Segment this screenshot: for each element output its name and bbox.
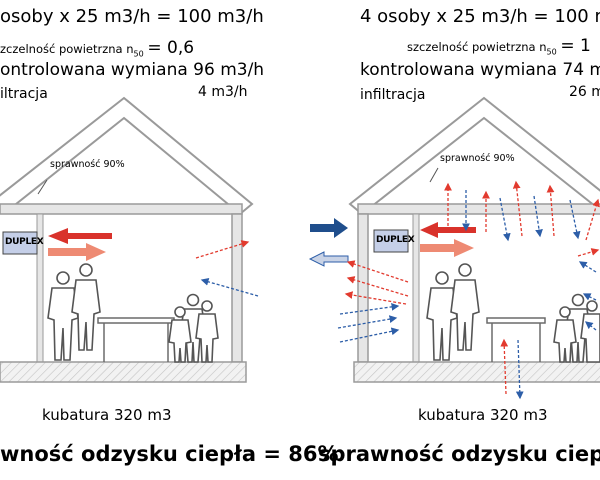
right-outdoor-exhaust-arrow	[308, 251, 349, 267]
right-airtightness: szczelność powietrzna n50 = 1	[407, 38, 591, 56]
left-roof	[0, 96, 254, 216]
left-house	[0, 96, 259, 383]
left-supply-arrow	[48, 243, 106, 261]
right-people	[426, 263, 600, 363]
left-recovery-efficiency: sprawność 90%	[50, 159, 125, 170]
left-person-2	[71, 263, 101, 351]
right-airtightness-sub: 50	[546, 47, 557, 57]
left-people	[47, 263, 219, 363]
right-controlled-ventilation: kontrolowana wymiana 74 m	[360, 60, 600, 80]
right-efficiency-pointer	[429, 167, 439, 183]
left-floor	[0, 361, 247, 383]
left-infiltration-in-arrow	[200, 278, 259, 297]
left-extract-arrow	[48, 228, 112, 244]
right-heat-recovery-result: sprawność odzysku ciepła	[318, 442, 600, 466]
left-duplex-unit	[2, 231, 38, 255]
right-recovery-efficiency: sprawność 90%	[440, 153, 515, 164]
right-occupancy-formula: 4 osoby x 25 m3/h = 100 m	[360, 6, 600, 27]
left-ceiling	[0, 203, 243, 215]
left-infiltration-label: iltracja	[0, 86, 48, 102]
left-infiltration-out-arrow	[195, 240, 250, 259]
left-right-wall	[231, 213, 243, 363]
left-airtightness-sub: 50	[133, 49, 144, 59]
right-house	[308, 96, 600, 400]
left-efficiency-pointer	[37, 179, 48, 195]
right-duplex-unit	[373, 229, 409, 253]
left-airtightness: zczelność powietrzna n50 = 0,6	[0, 40, 194, 58]
right-outdoor-intake-arrow	[310, 218, 348, 238]
left-airtightness-value: = 0,6	[147, 38, 195, 58]
right-person-2	[450, 263, 480, 351]
left-person-1	[47, 271, 79, 361]
right-person-1	[426, 271, 458, 361]
left-controlled-ventilation: ontrolowana wymiana 96 m3/h	[0, 60, 265, 80]
left-person-4	[168, 306, 192, 363]
right-floor-infiltration	[500, 338, 524, 400]
left-volume: kubatura 320 m3	[42, 406, 172, 424]
right-left-wall	[357, 213, 369, 363]
right-duplex-label: DUPLEX	[376, 235, 415, 245]
left-heat-recovery-result: wność odzysku ciepła = 86%	[0, 442, 339, 466]
right-extract-arrow	[420, 222, 476, 238]
right-airtightness-value: = 1	[560, 36, 591, 56]
right-volume: kubatura 320 m3	[418, 406, 548, 424]
right-floor	[353, 361, 600, 383]
right-infiltration-label: infiltracja	[360, 87, 426, 103]
left-occupancy-formula: osoby x 25 m3/h = 100 m3/h	[0, 6, 264, 27]
left-person-5	[195, 300, 219, 363]
right-table	[486, 317, 546, 362]
right-supply-arrow	[420, 239, 474, 257]
left-infiltration-value: 4 m3/h	[198, 84, 248, 100]
right-ceiling-infiltration	[444, 180, 600, 242]
right-wall-infiltration-left	[337, 260, 409, 343]
right-infiltration-value: 26 m	[569, 84, 600, 100]
left-airtightness-label: zczelność powietrzna n	[0, 42, 134, 56]
left-duplex-label: DUPLEX	[5, 237, 44, 247]
right-wall-infiltration-right	[577, 248, 600, 331]
right-ceiling	[357, 203, 600, 215]
right-airtightness-label: szczelność powietrzna n	[407, 40, 547, 54]
right-person-4	[553, 306, 577, 363]
left-table	[97, 317, 175, 362]
